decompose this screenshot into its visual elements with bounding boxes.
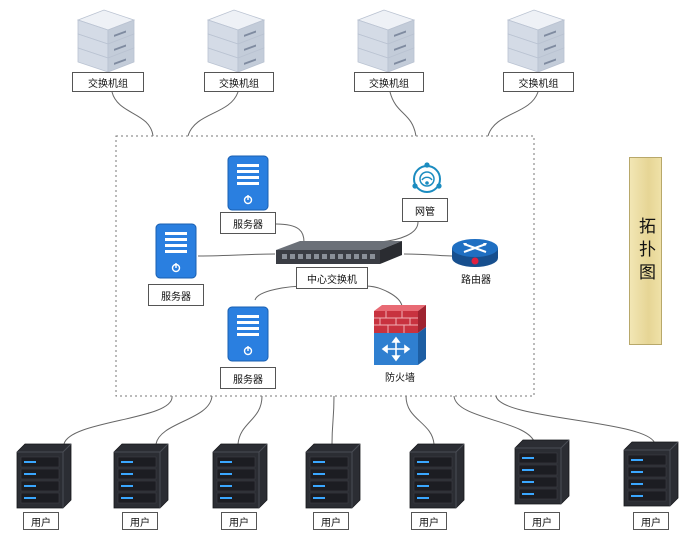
core-switch-icon (276, 241, 402, 264)
switch-group-rack-1 (77, 9, 135, 73)
server-icon-1 (227, 155, 269, 211)
firewall-label: 防火墙 (385, 373, 415, 384)
router-icon (452, 239, 498, 267)
topology-title: 拓扑图 (635, 216, 655, 286)
user-pc-icon-2 (113, 443, 169, 509)
connection-lines (63, 91, 656, 445)
user-label-5: 用户 (411, 512, 447, 530)
user-pc-icon-7 (623, 441, 679, 507)
user-label-2: 用户 (122, 512, 158, 530)
user-label-1: 用户 (23, 512, 59, 530)
router-label: 路由器 (461, 275, 491, 286)
user-label-3: 用户 (221, 512, 257, 530)
server-icon-3 (227, 306, 269, 362)
switch-group-label-3: 交换机组 (354, 72, 424, 92)
server-icon-2 (155, 223, 197, 279)
core-switch-label: 中心交换机 (296, 267, 368, 289)
server-label-2: 服务器 (148, 284, 204, 306)
switch-group-label-4: 交换机组 (503, 72, 574, 92)
user-pc-icon-1 (16, 443, 72, 509)
server-label-3: 服务器 (220, 367, 276, 389)
switch-group-label-1: 交换机组 (72, 72, 144, 92)
switch-group-rack-2 (207, 9, 265, 73)
switch-group-rack-3 (357, 9, 415, 73)
server-label-1: 服务器 (220, 212, 276, 234)
user-pc-icon-6 (514, 439, 570, 505)
switch-group-label-2: 交换机组 (204, 72, 274, 92)
firewall-icon (374, 305, 426, 365)
user-label-7: 用户 (633, 512, 669, 530)
user-pc-icon-4 (305, 443, 361, 509)
user-label-6: 用户 (524, 512, 560, 530)
topology-title-box: 拓扑图 (629, 157, 662, 345)
switch-group-rack-4 (507, 9, 565, 73)
network-management-icon (412, 162, 442, 193)
user-label-4: 用户 (313, 512, 349, 530)
user-pc-icon-5 (409, 443, 465, 509)
network-management-label: 网管 (402, 198, 448, 222)
user-pc-icon-3 (212, 443, 268, 509)
core-zone-boundary (115, 135, 535, 397)
